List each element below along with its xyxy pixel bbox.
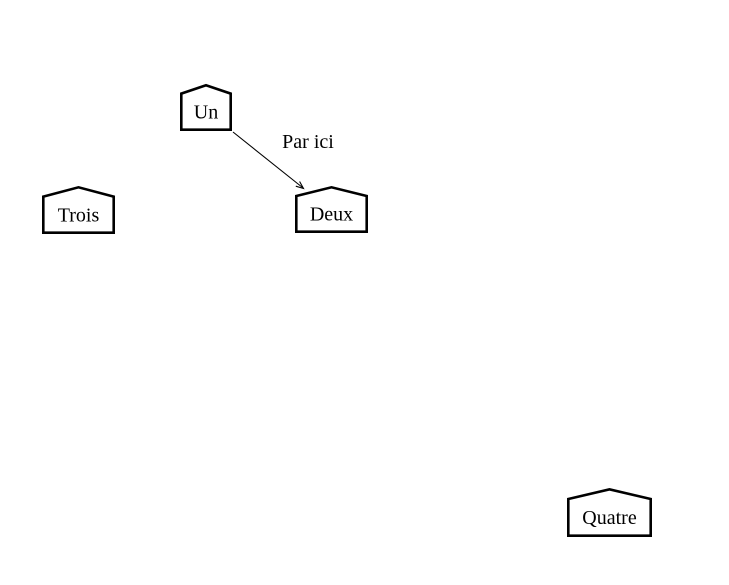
house-shape — [180, 83, 232, 131]
arrowhead-icon — [295, 181, 305, 190]
node-label: Deux — [310, 204, 353, 226]
node-label: Un — [194, 102, 218, 124]
house-shape — [567, 487, 652, 537]
edge-label: Par ici — [282, 131, 334, 153]
edge-line — [232, 131, 303, 188]
node-label: Quatre — [582, 507, 637, 529]
node-un: Un — [180, 83, 232, 131]
node-deux: Deux — [295, 185, 368, 233]
node-label: Trois — [58, 205, 100, 227]
node-quatre: Quatre — [567, 487, 652, 537]
house-shape — [295, 185, 368, 233]
node-trois: Trois — [42, 185, 115, 234]
edge-un-deux: Par ici — [232, 131, 334, 190]
house-shape — [42, 185, 115, 234]
